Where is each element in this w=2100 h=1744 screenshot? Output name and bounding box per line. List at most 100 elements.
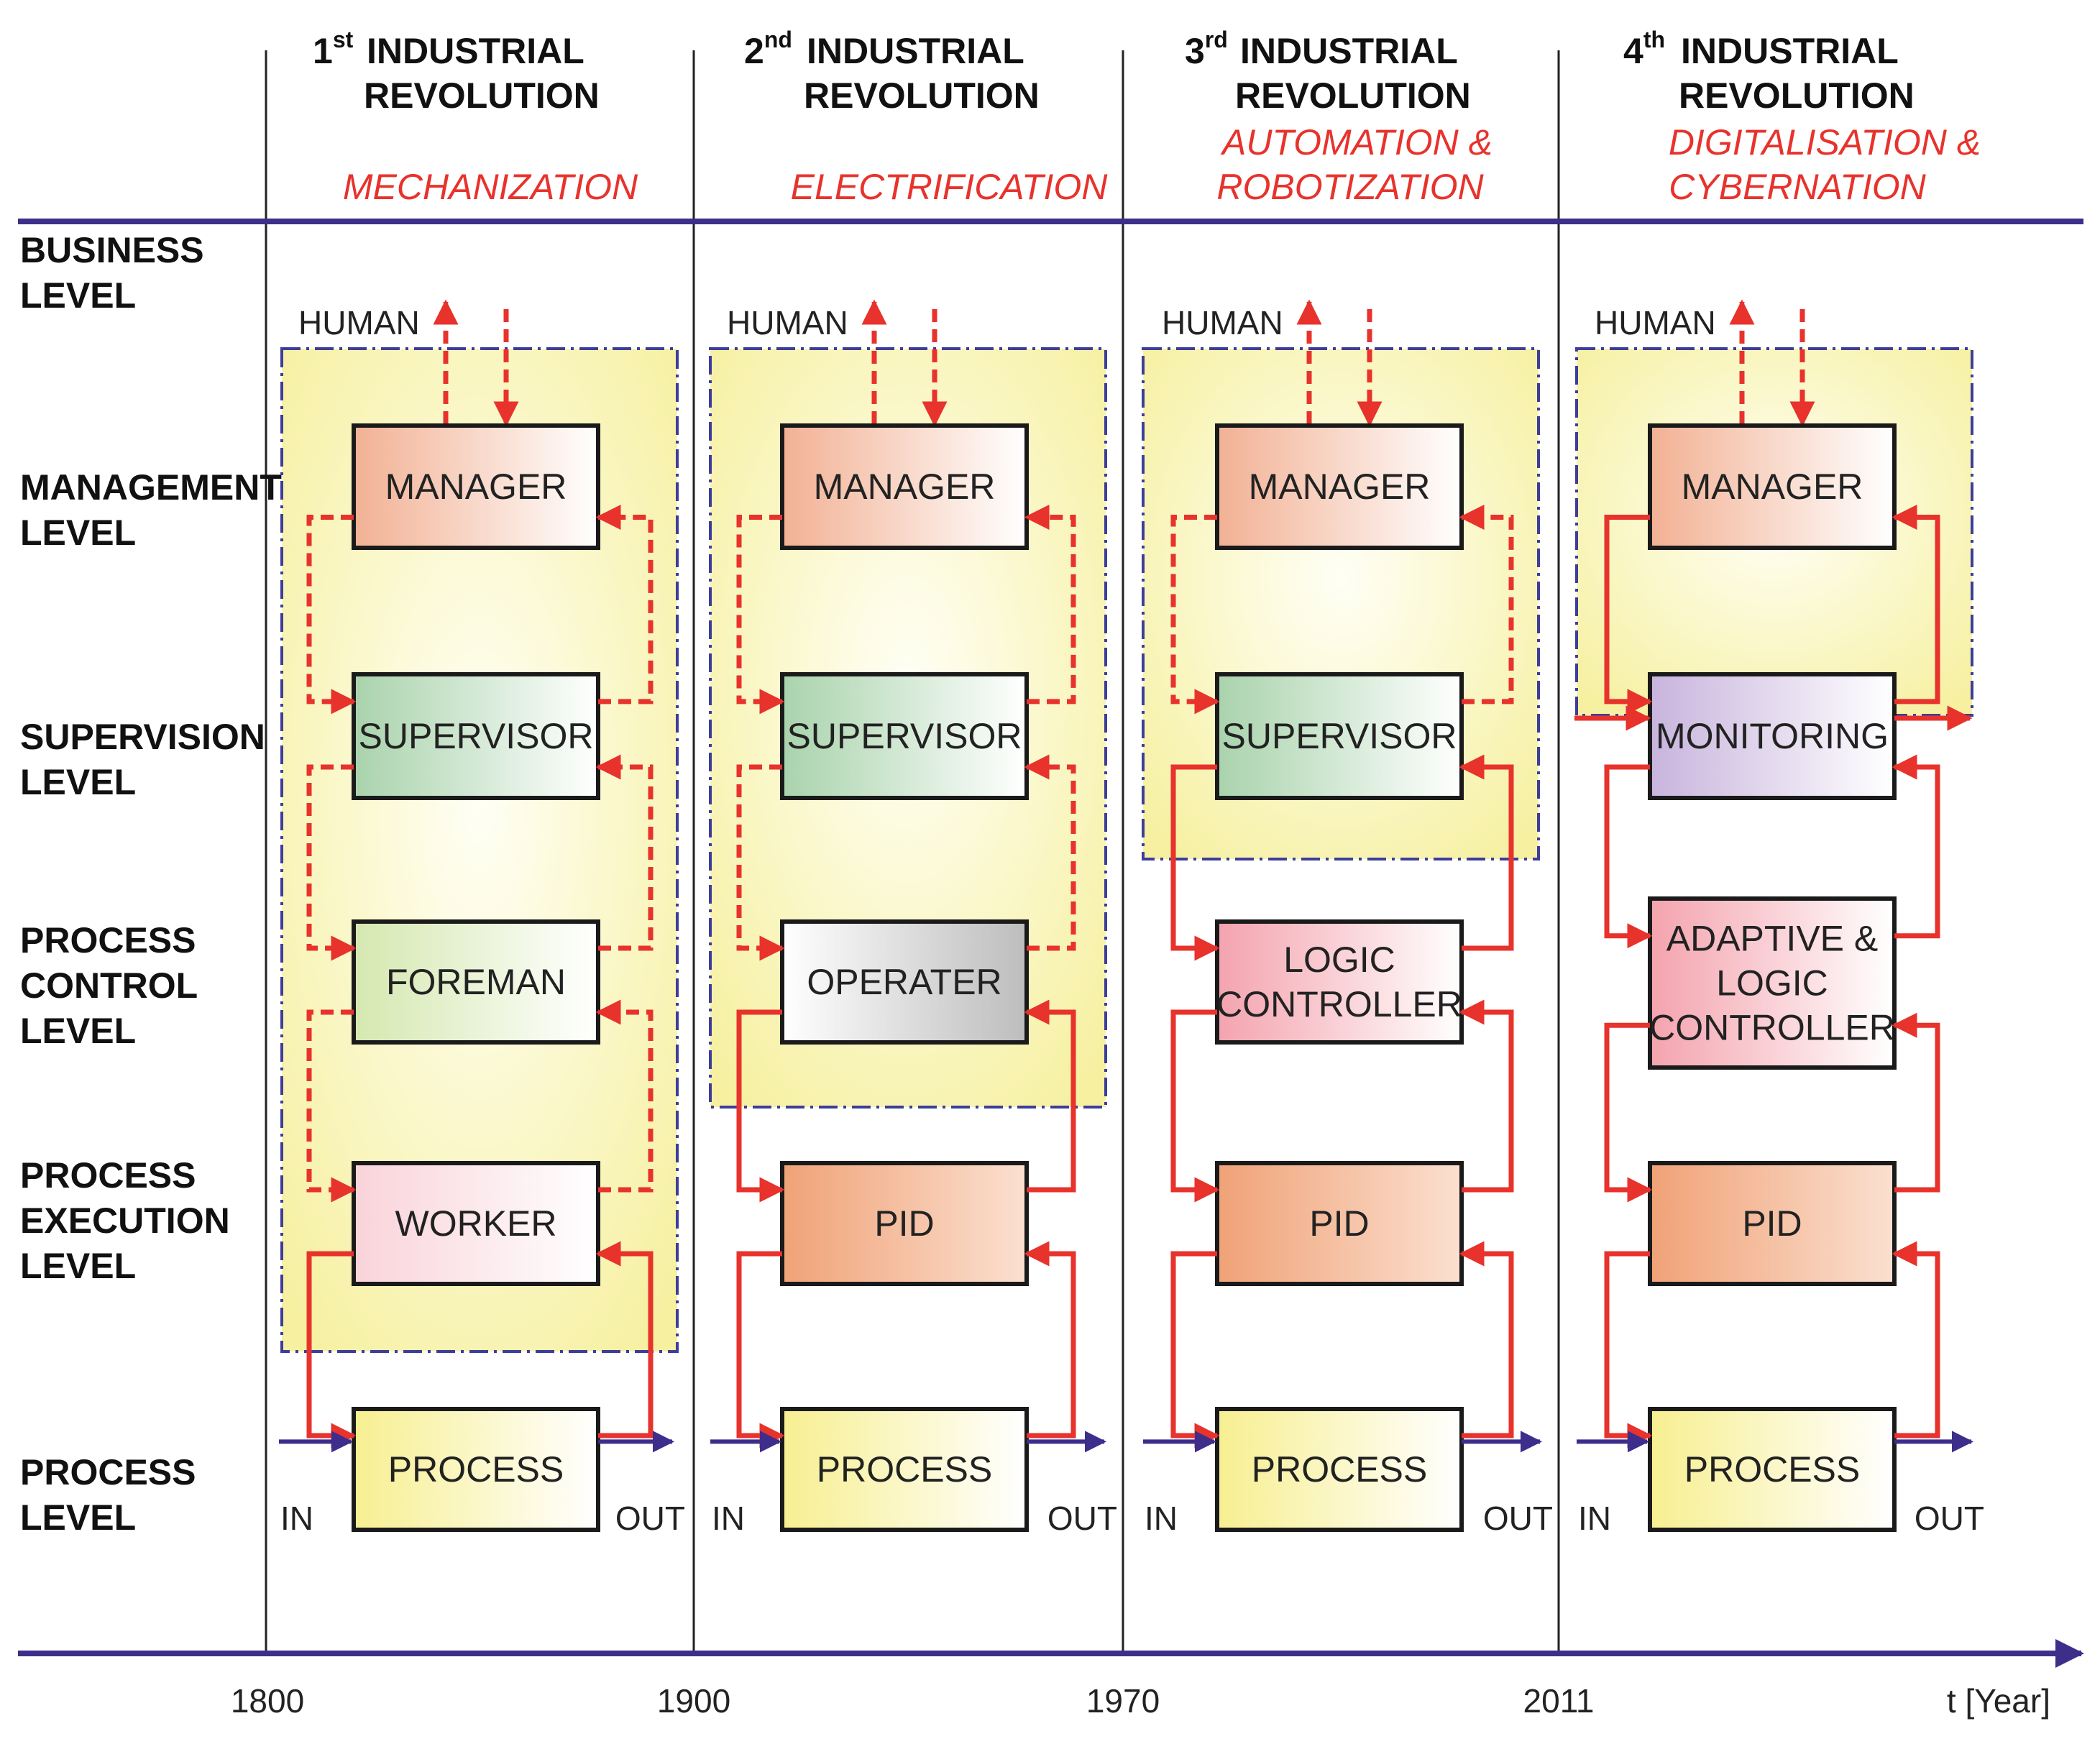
level-labels: BUSINESS LEVEL MANAGEMENT LEVEL SUPERVIS…	[20, 230, 282, 1538]
box-control-label: ADAPTIVE &	[1666, 919, 1879, 959]
box-management-label: MANAGER	[385, 467, 567, 507]
feedback-down-link	[1170, 764, 1220, 961]
svg-text:2nd: 2nd	[744, 27, 792, 71]
header-ordinal-suffix: nd	[764, 27, 792, 52]
feedback-down-link	[1604, 1251, 1653, 1449]
box-management-frame	[780, 423, 1029, 550]
box-execution: WORKER	[352, 1161, 600, 1286]
human-label: HUMAN	[298, 304, 420, 341]
feedback-down-link	[306, 515, 357, 715]
header-line2: REVOLUTION	[804, 75, 1040, 116]
revolution-headers: 1st INDUSTRIAL REVOLUTION MECHANIZATION …	[313, 27, 1981, 207]
header-theme-line1: DIGITALISATION &	[1669, 122, 1981, 162]
human-label: HUMAN	[727, 304, 848, 341]
header-line2: REVOLUTION	[1679, 75, 1915, 116]
header-4th-revolution: 4th INDUSTRIAL REVOLUTION DIGITALISATION…	[1623, 27, 1981, 207]
box-control-label: FOREMAN	[386, 962, 566, 1002]
column-dividers	[265, 50, 1560, 1653]
box-supervision-frame	[780, 672, 1029, 800]
box-control-label: OPERATER	[807, 962, 1001, 1002]
level-business: BUSINESS LEVEL	[20, 230, 204, 316]
feedback-up-link	[1892, 1241, 1940, 1438]
box-execution-frame	[1648, 1161, 1897, 1286]
axis-label: t [Year]	[1947, 1682, 2050, 1720]
box-control: FOREMAN	[352, 919, 600, 1045]
header-ordinal-suffix: th	[1643, 27, 1665, 52]
feedback-down-link	[1170, 1251, 1220, 1449]
svg-text:1st: 1st	[313, 27, 354, 71]
box-control-frame	[1648, 896, 1897, 1070]
header-ordinal: 2	[744, 31, 764, 71]
feedback-up-link	[1459, 754, 1514, 951]
out-label: OUT	[1915, 1500, 1984, 1537]
box-execution-frame	[780, 1161, 1029, 1286]
feedback-down-link	[736, 1251, 785, 1449]
header-line2: REVOLUTION	[364, 75, 600, 116]
level-label-line: MANAGEMENT	[20, 467, 282, 508]
header-ordinal: 3	[1185, 31, 1205, 71]
level-label-line: BUSINESS	[20, 230, 204, 270]
level-label-line: PROCESS	[20, 920, 196, 960]
box-management-frame	[352, 423, 600, 550]
header-ordinal: 4	[1623, 31, 1643, 71]
feedback-down-link	[1604, 1022, 1653, 1203]
revolution-column-2: HUMANPROCESSPIDOPERATERSUPERVISORMANAGER…	[709, 299, 1117, 1537]
box-process: PROCESS	[352, 1407, 600, 1532]
box-supervision-label: SUPERVISOR	[359, 716, 594, 756]
box-execution: PID	[1215, 1161, 1464, 1286]
feedback-up-link	[595, 999, 654, 1193]
box-execution-label: PID	[874, 1203, 934, 1244]
header-theme-line2: ROBOTIZATION	[1216, 167, 1484, 207]
level-label-line: LEVEL	[20, 513, 136, 553]
box-management: MANAGER	[1648, 423, 1897, 550]
box-control-frame	[352, 919, 600, 1045]
feedback-up-link	[1459, 999, 1514, 1193]
out-label: OUT	[615, 1500, 685, 1537]
level-label-line: LEVEL	[20, 275, 136, 316]
year-label: 1800	[231, 1682, 304, 1720]
feedback-up-link	[1459, 1241, 1514, 1438]
feedback-down-link	[1170, 1009, 1220, 1203]
out-label: OUT	[1047, 1500, 1117, 1537]
header-line1: INDUSTRIAL	[1240, 31, 1458, 71]
in-label: IN	[280, 1500, 313, 1537]
year-label: 2011	[1523, 1682, 1595, 1720]
header-2nd-revolution: 2nd INDUSTRIAL REVOLUTION ELECTRIFICATIO…	[744, 27, 1108, 207]
human-label: HUMAN	[1162, 304, 1283, 341]
box-execution-frame	[1215, 1161, 1464, 1286]
box-control-label: CONTROLLER	[1216, 984, 1462, 1024]
feedback-up-link	[1892, 1012, 1940, 1193]
revolution-column-1: HUMAN PROCESS WORKER FOREMAN SUPERVISOR MANAG…	[279, 299, 685, 1537]
box-supervision-frame	[1648, 672, 1897, 800]
box-supervision: MONITORING	[1648, 672, 1897, 800]
feedback-down-link	[1604, 764, 1653, 949]
box-supervision-label: SUPERVISOR	[1222, 716, 1457, 756]
box-supervision-frame	[1215, 672, 1464, 800]
box-process-label: PROCESS	[388, 1449, 564, 1490]
box-control-frame	[1215, 919, 1464, 1045]
feedback-up-link	[595, 505, 654, 705]
header-1st-revolution: 1st INDUSTRIAL REVOLUTION MECHANIZATION	[313, 27, 638, 207]
feedback-up-link	[1024, 754, 1076, 951]
box-process-label: PROCESS	[1684, 1449, 1861, 1490]
level-management: MANAGEMENT LEVEL	[20, 467, 282, 553]
header-theme-line1: ELECTRIFICATION	[791, 167, 1109, 207]
box-supervision: SUPERVISOR	[1215, 672, 1464, 800]
feedback-up-link	[1459, 505, 1514, 705]
box-execution-label: PID	[1742, 1203, 1802, 1244]
feedback-down-link	[736, 1009, 785, 1203]
header-line1: INDUSTRIAL	[367, 31, 584, 71]
revolution-columns: HUMAN PROCESS WORKER FOREMAN SUPERVISOR MANAG…	[279, 299, 1984, 1537]
feedback-down-link	[306, 764, 357, 961]
box-supervision-frame	[352, 672, 600, 800]
header-line2: REVOLUTION	[1235, 75, 1471, 116]
in-label: IN	[1578, 1500, 1611, 1537]
level-process: PROCESS LEVEL	[20, 1452, 196, 1538]
revolution-column-3: HUMANPROCESSPIDLOGICCONTROLLERSUPERVISOR…	[1142, 299, 1553, 1537]
human-zone	[1575, 347, 1973, 717]
year-label: 1970	[1086, 1682, 1160, 1720]
header-3rd-revolution: 3rd INDUSTRIAL REVOLUTION AUTOMATION & R…	[1185, 27, 1493, 207]
box-supervision: SUPERVISOR	[352, 672, 600, 800]
feedback-down-link	[736, 515, 785, 715]
